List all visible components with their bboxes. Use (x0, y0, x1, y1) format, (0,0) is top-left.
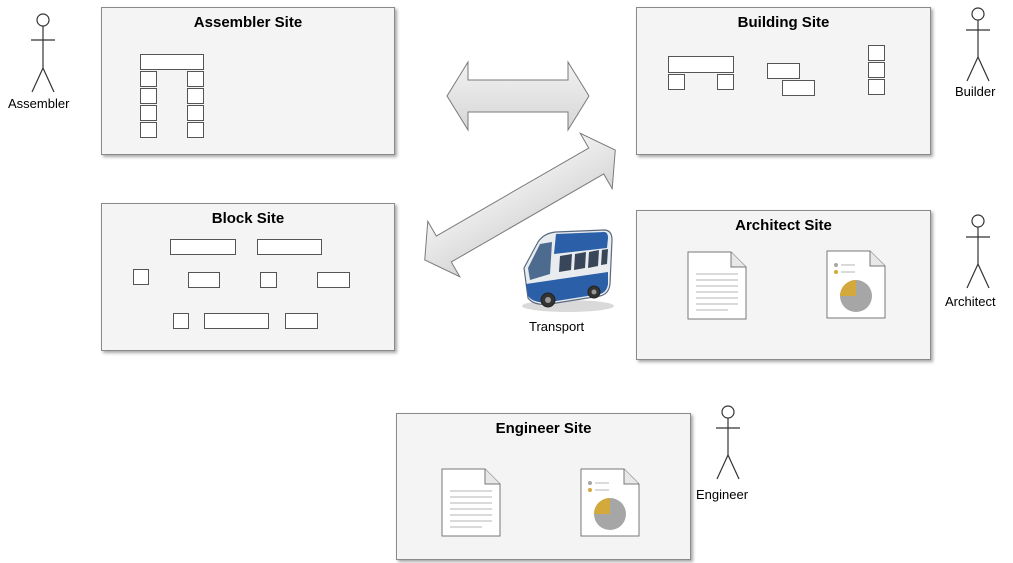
block (173, 313, 189, 329)
report-chart-icon (826, 250, 886, 319)
block (767, 63, 800, 79)
block (260, 272, 277, 288)
assembler-site-box: Assembler Site (101, 7, 395, 155)
block (782, 80, 815, 96)
site-title: Block Site (211, 210, 285, 227)
architect-site-box: Architect Site (636, 210, 931, 360)
block-site-box: Block Site (101, 203, 395, 351)
block (868, 79, 885, 95)
block (187, 71, 204, 87)
document-icon (441, 468, 501, 537)
building-site-box: Building Site (636, 7, 931, 155)
block (133, 269, 149, 285)
site-title: Building Site (737, 14, 830, 31)
block (187, 88, 204, 104)
builder-actor-label: Builder (955, 84, 996, 99)
block (668, 56, 734, 73)
architect-actor-label: Architect (945, 294, 996, 309)
block (285, 313, 318, 329)
report-chart-icon (580, 468, 640, 537)
site-title: Engineer Site (495, 420, 592, 437)
transport-label: Transport (529, 319, 585, 334)
block (140, 122, 157, 138)
assembler-building-arrow (446, 60, 590, 132)
block (204, 313, 269, 329)
engineer-actor-label: Engineer (696, 487, 749, 502)
block (188, 272, 220, 288)
block (257, 239, 322, 255)
engineer-site-box: Engineer Site (396, 413, 691, 560)
block (717, 74, 734, 90)
block (140, 54, 204, 70)
block (317, 272, 350, 288)
site-title: Architect Site (735, 217, 832, 234)
block (187, 122, 204, 138)
block (140, 105, 157, 121)
block (140, 88, 157, 104)
block (868, 62, 885, 78)
block (187, 105, 204, 121)
block (170, 239, 236, 255)
block (140, 71, 157, 87)
block-building-arrow (424, 132, 616, 278)
block (668, 74, 685, 90)
document-icon (687, 251, 747, 320)
block (868, 45, 885, 61)
site-title: Assembler Site (193, 14, 303, 31)
assembler-actor-label: Assembler (8, 96, 70, 111)
